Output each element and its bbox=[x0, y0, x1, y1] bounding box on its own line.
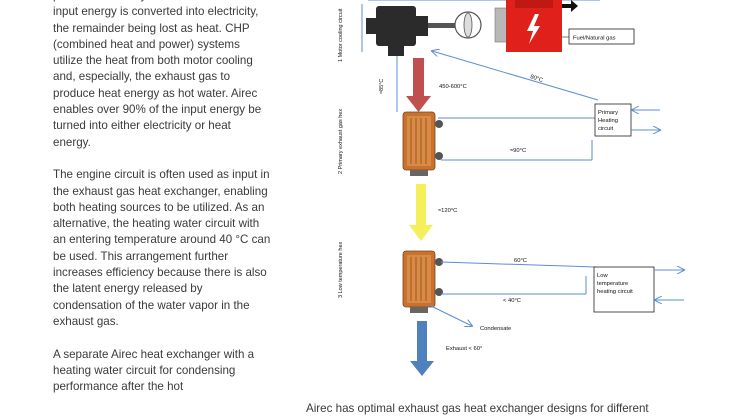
temp-120: ≈120°C bbox=[438, 208, 457, 214]
fuel-label: Fuel/Natural gas bbox=[573, 36, 616, 42]
temp-85: ≈85°C bbox=[379, 79, 385, 94]
yellow-exhaust-arrow bbox=[409, 184, 433, 241]
paragraph-1: produce electricity. Around 30–40 % of t… bbox=[53, 0, 270, 149]
fuel-label-box bbox=[568, 28, 635, 45]
temp-90: ≈90°C bbox=[510, 148, 526, 154]
temp-60: 60°C bbox=[514, 258, 527, 264]
primary-hex-label: 2 Primary exhaust gas hex bbox=[338, 109, 344, 174]
exhaust-label: Exhaust < 60° bbox=[446, 346, 482, 352]
paragraph-3: A separate Airec heat exchanger with a h… bbox=[53, 347, 255, 394]
body-text-column: produce electricity. Around 30–40 % of t… bbox=[53, 0, 271, 412]
temp-80: 80°C bbox=[529, 74, 543, 84]
low-circuit-label: Low temperature heating circuit bbox=[597, 273, 633, 295]
low-hex-label: 3 Low temperature hex bbox=[338, 241, 344, 298]
low-temp-heat-exchanger-icon bbox=[402, 250, 443, 313]
fan-icon bbox=[454, 11, 482, 39]
generator-icon bbox=[494, 0, 578, 52]
engine-icon bbox=[366, 6, 464, 56]
figure-caption: Airec has optimal exhaust gas heat excha… bbox=[306, 402, 649, 415]
paragraph-2: The engine circuit is often used as inpu… bbox=[53, 168, 271, 328]
temp-450-600: 450-600°C bbox=[439, 84, 467, 90]
primary-heat-exchanger-icon bbox=[402, 111, 443, 176]
low-circuit-box bbox=[593, 266, 655, 313]
red-exhaust-arrow bbox=[406, 58, 431, 112]
blue-exhaust-arrow bbox=[410, 321, 434, 376]
motor-cooling-label: 1 Motor cooling circuit bbox=[338, 8, 344, 62]
primary-circuit-box bbox=[594, 103, 632, 137]
condensate-label: Condensate bbox=[480, 326, 511, 332]
primary-circuit-label: Primary Heating circuit bbox=[598, 110, 620, 132]
temp-40: < 40°C bbox=[503, 298, 521, 304]
